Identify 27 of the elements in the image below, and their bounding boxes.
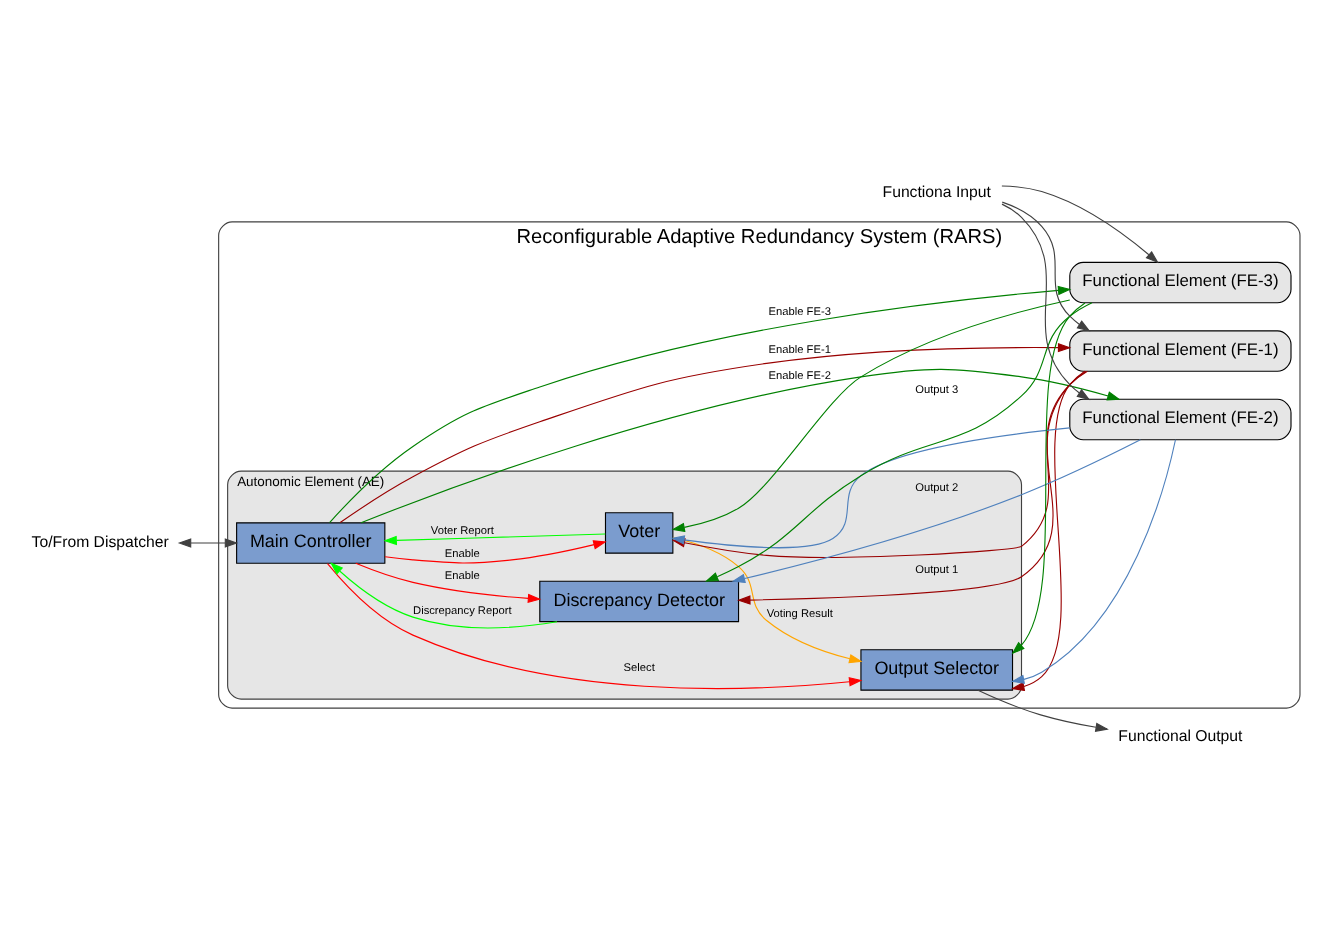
arrow: [384, 539, 607, 563]
arrow: [1001, 184, 1159, 263]
arrow: [1011, 301, 1086, 654]
node-box: Functional Element (FE-1): [1069, 329, 1292, 371]
arrow: [977, 688, 1109, 731]
node-box: Main Controller: [236, 521, 386, 563]
arrow: [1001, 200, 1091, 331]
arrow: [355, 561, 542, 603]
node-box: Voter: [604, 511, 674, 553]
arrow: [383, 532, 606, 545]
arrow: [1010, 369, 1086, 691]
arrow: [671, 298, 1071, 531]
arrow: [1010, 438, 1177, 683]
arrow: [360, 367, 1121, 523]
arrow: [737, 369, 1087, 604]
arrow: [326, 562, 863, 689]
node-box: Functional Element (FE-3): [1069, 260, 1292, 303]
arrow: [177, 537, 239, 547]
arrow: [731, 438, 1141, 583]
node-box: Output Selector: [860, 648, 1014, 690]
arrow: [329, 284, 1072, 523]
arrow: [339, 341, 1072, 523]
arrow: [704, 301, 1093, 581]
arrow: [330, 561, 558, 628]
node-box: Discrepancy Detector: [539, 579, 740, 622]
arrow: [1001, 202, 1091, 400]
node-box: Functional Element (FE-2): [1069, 397, 1292, 440]
